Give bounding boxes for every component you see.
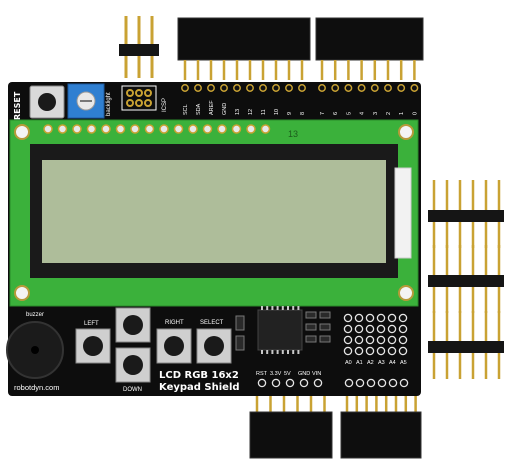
button-up[interactable] (115, 307, 151, 343)
lcd-screen (42, 160, 386, 263)
top-pin-label: 8 (300, 112, 306, 115)
button-right[interactable] (156, 328, 192, 364)
board-title-line1: LCD RGB 16x2 (159, 370, 239, 381)
driver-ic (257, 306, 303, 354)
analog-pin-label: A0 (345, 360, 352, 366)
female-header-bottom-right (340, 396, 422, 459)
lcd-mounting-holes (14, 124, 414, 301)
power-pin-label: GND (298, 371, 310, 377)
power-pin-label: 3.3V (270, 371, 282, 377)
male-header-3pin (119, 16, 159, 78)
top-pin-label: 3 (373, 112, 379, 115)
top-pin-label: 7 (320, 112, 326, 115)
top-header-holes (181, 84, 419, 92)
analog-pin-label: A1 (356, 360, 363, 366)
button-right-label: RIGHT (165, 320, 184, 326)
female-header-bottom-left (249, 396, 333, 459)
button-down-label: DOWN (123, 387, 142, 393)
top-pin-label: 0 (412, 112, 418, 115)
button-select[interactable] (196, 328, 232, 364)
top-pin-label: 11 (261, 109, 267, 115)
board-title-line2: Keypad Shield (159, 382, 240, 393)
icsp-label: ICSP (162, 98, 168, 112)
analog-pin-label: A4 (389, 360, 396, 366)
top-pin-label: 6 (333, 112, 339, 115)
analog-header-labels: A0 A1 A2 A3 A4 A5 (345, 360, 407, 366)
lcd-pin-pads (43, 124, 271, 134)
buzzer-label: buzzer (26, 312, 44, 318)
button-select-label: SELECT (200, 320, 224, 326)
website-label: robotdyn.com (14, 383, 59, 392)
top-pin-label: 2 (386, 112, 392, 115)
top-pin-label: 12 (248, 109, 254, 115)
female-header-top-left (177, 17, 311, 80)
reset-button[interactable] (29, 85, 65, 119)
lcd-backlight-tab (394, 167, 412, 259)
button-down[interactable] (115, 347, 151, 383)
top-pin-label: 5 (346, 112, 352, 115)
top-pin-label: SDA (196, 103, 202, 115)
top-pin-label: SCL (183, 104, 189, 115)
analog-pin-label: A5 (400, 360, 407, 366)
smd-components (235, 311, 331, 351)
power-pin-label: 5V (284, 371, 291, 377)
power-header-holes (257, 378, 323, 388)
backlight-label: backlight (106, 92, 112, 116)
prototype-hole-grid (343, 313, 408, 356)
top-pin-label: AREF (209, 100, 215, 115)
reset-label: RESET (13, 91, 22, 120)
trimpot[interactable] (67, 83, 105, 119)
buzzer (6, 321, 64, 379)
top-pin-label: 4 (360, 112, 366, 115)
power-pin-label: VIN (312, 371, 321, 377)
top-pin-label: 1 (399, 112, 405, 115)
male-header-right-2 (428, 245, 504, 313)
female-header-top-right (315, 17, 424, 80)
top-pin-label: 13 (235, 109, 241, 115)
top-pin-label: 9 (287, 112, 293, 115)
top-pin-label: GND (222, 103, 228, 115)
button-left-label: LEFT (84, 321, 99, 327)
male-header-right-3 (428, 311, 504, 379)
button-left[interactable] (75, 328, 111, 364)
analog-header-holes (344, 378, 409, 388)
pcb-number: 13 (288, 129, 298, 139)
top-pin-label: 10 (274, 109, 280, 115)
analog-pin-label: A2 (367, 360, 374, 366)
power-pin-label: RST (256, 371, 268, 377)
male-header-right-1 (428, 180, 504, 248)
icsp-header (121, 85, 157, 111)
analog-pin-label: A3 (378, 360, 385, 366)
